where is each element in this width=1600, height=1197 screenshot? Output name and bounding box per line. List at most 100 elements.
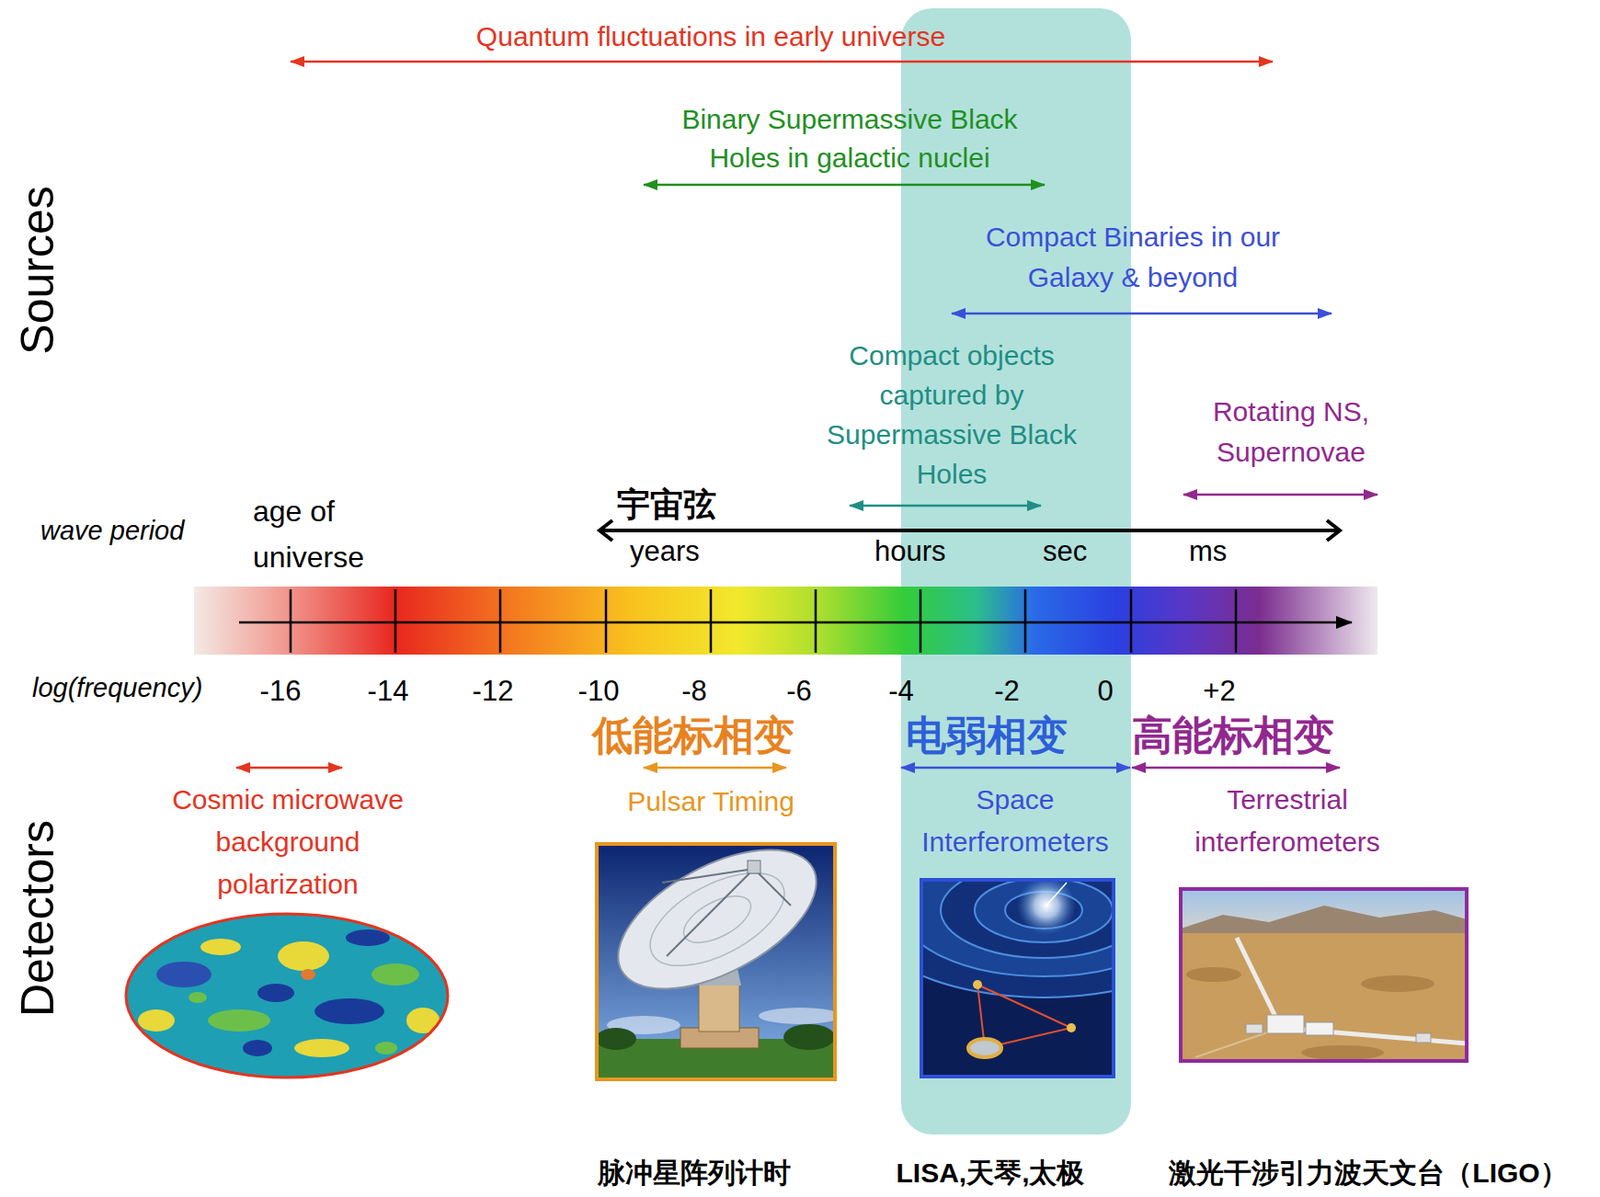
wave-ring xyxy=(940,880,1114,959)
phase-label: 高能标相变 xyxy=(1131,711,1335,761)
cmb-spot xyxy=(345,929,390,947)
feed-leg xyxy=(754,868,791,906)
cmb-ground xyxy=(119,910,460,1086)
tick-label: -8 xyxy=(681,674,708,709)
source-label: 宇宙弦 xyxy=(617,484,717,525)
tower xyxy=(698,983,740,1032)
detector-arm xyxy=(1236,937,1281,1029)
tick xyxy=(605,589,608,653)
frequency-axis xyxy=(239,621,1352,625)
cmb-spot xyxy=(294,1039,350,1058)
ligo-site xyxy=(1180,889,1467,1062)
range-arrow xyxy=(901,766,1131,770)
tick-label: -2 xyxy=(994,674,1020,709)
range-arrow xyxy=(290,60,1273,64)
range-arrow xyxy=(236,766,343,770)
dish xyxy=(596,844,835,1018)
feed-cabin xyxy=(747,860,761,874)
range-arrow xyxy=(849,504,1041,508)
tick-label: +2 xyxy=(1202,674,1235,709)
axis-title: Sources xyxy=(10,185,66,355)
building xyxy=(1305,1022,1334,1036)
source-label: Compact objects captured by Supermassive… xyxy=(813,335,1090,494)
cmb-spot xyxy=(257,983,295,1003)
tick-label: -4 xyxy=(888,674,915,709)
cmb-map xyxy=(119,910,460,1086)
axis-title: wave period xyxy=(40,514,184,548)
tick xyxy=(289,589,293,653)
detector-name: LISA,天琴,太极 xyxy=(895,1156,1085,1190)
cmb-spot xyxy=(300,969,316,981)
source-label: Rotating NS, Supernovae xyxy=(1194,391,1388,473)
cmb-spot xyxy=(156,961,212,988)
tick xyxy=(394,589,398,653)
tick-label: -16 xyxy=(260,674,302,709)
building xyxy=(1245,1024,1263,1034)
tick xyxy=(709,589,713,653)
cmb-spot xyxy=(375,1041,398,1055)
detector-label: Space Interferometers xyxy=(904,778,1126,864)
range-arrow xyxy=(643,766,787,770)
jet xyxy=(1046,882,1067,906)
axis-ticks xyxy=(290,589,1236,653)
spacecraft xyxy=(968,1039,1002,1058)
range-arrow xyxy=(1183,493,1378,497)
phase-label: 电弱相变 xyxy=(905,711,1068,761)
tick-label: -6 xyxy=(786,674,812,709)
detector-name: 脉冲星阵列计时 xyxy=(597,1156,791,1190)
period-label: hours xyxy=(874,534,947,569)
radio-telescope xyxy=(596,844,835,1080)
tick xyxy=(814,589,818,653)
period-label: sec xyxy=(1042,534,1087,569)
cmb-spot xyxy=(200,938,241,956)
period-label: years xyxy=(629,534,700,569)
spacecraft xyxy=(1066,1023,1076,1033)
picture-frame xyxy=(596,844,835,1080)
period-arrow xyxy=(599,528,1340,533)
source-label: Quantum fluctuations in early universe xyxy=(476,20,946,54)
wave-ring xyxy=(921,880,1114,977)
desert-patch xyxy=(1360,975,1435,993)
feed-leg xyxy=(662,868,755,883)
tick xyxy=(499,589,503,653)
tick xyxy=(919,589,923,653)
tick xyxy=(1130,589,1133,653)
tick xyxy=(1024,589,1028,653)
tick-label: -14 xyxy=(367,674,410,709)
cmb-spot xyxy=(371,963,420,986)
axis-title: log(frequency) xyxy=(32,672,203,705)
picture-frame xyxy=(1180,889,1467,1062)
source-label: Binary Supermassive Black Holes in galac… xyxy=(656,100,1043,178)
period-label: age of universe xyxy=(252,488,391,581)
cmb-outline xyxy=(125,914,448,1078)
cmb-spot xyxy=(188,992,207,1004)
axis-title: Detectors xyxy=(10,820,66,1018)
dish-ring xyxy=(676,886,758,952)
tick xyxy=(1234,589,1238,653)
tick-label: 0 xyxy=(1097,674,1113,709)
cmb-spot xyxy=(207,1009,271,1032)
building xyxy=(1416,1033,1431,1043)
space-interferometer xyxy=(921,880,1114,1077)
desert-patch xyxy=(1186,967,1242,983)
cmb-spot xyxy=(242,1040,273,1057)
range-arrow xyxy=(643,183,1045,187)
tick-label: -10 xyxy=(578,674,620,709)
spectrum-bar xyxy=(194,586,1378,655)
tree xyxy=(783,1024,835,1051)
detector-label: Terrestrial interferometers xyxy=(1167,778,1407,864)
feed-leg xyxy=(666,868,755,957)
detector-label: Cosmic microwave background polarization xyxy=(154,778,422,906)
cmb-spot xyxy=(137,1009,175,1032)
wave-ring xyxy=(921,880,1114,998)
desert xyxy=(1180,933,1467,1062)
tick-label: -12 xyxy=(472,674,515,709)
range-arrow xyxy=(951,312,1332,316)
cmb-spot xyxy=(277,941,330,972)
range-arrow xyxy=(1131,766,1340,770)
spacecraft xyxy=(972,980,983,990)
detector-name: 激光干涉引力波天文台（LIGO） xyxy=(1168,1156,1567,1190)
dish-ring xyxy=(636,854,800,985)
